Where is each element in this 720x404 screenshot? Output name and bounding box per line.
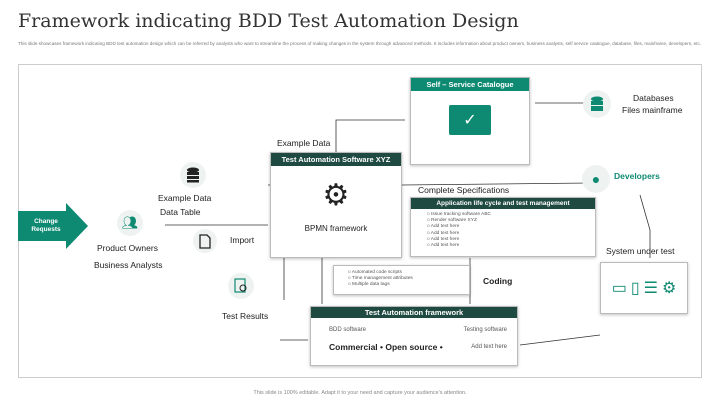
coding-label: Coding (483, 276, 513, 286)
spec-item: Render software XYZ (427, 218, 595, 224)
server-icon: ☰ (643, 280, 658, 297)
specs-box: Application life cycle and test manageme… (410, 197, 596, 257)
databases-label: Databases (633, 93, 674, 103)
business-analysts-label: Business Analysts (94, 260, 163, 270)
coding-item: Time management attributes (348, 276, 469, 282)
self-service-catalogue-box: Self – Service Catalogue ✓ (410, 77, 530, 165)
taf-row: Commercial • Open source • (329, 342, 443, 352)
bpmn-label: BPMN framework (304, 224, 368, 233)
database-icon (180, 162, 206, 188)
coding-item: Automated code scripts (348, 270, 469, 276)
data-table-label: Data Table (160, 207, 201, 217)
spec-item: Add text here (427, 224, 595, 230)
gear-network-icon: ⚙︎ (322, 179, 350, 212)
product-owners-label: Product Owners (97, 243, 158, 253)
gear-icon: ⚙︎ (661, 280, 677, 297)
page-title: Framework indicating BDD Test Automation… (18, 10, 519, 32)
spec-item: Issue tracking software ABC (427, 212, 595, 218)
developers-icon: ● (582, 165, 610, 193)
coding-item: Multiple data tags (348, 282, 469, 288)
users-icon: 👥︎ (117, 210, 143, 236)
import-label: Import (230, 235, 255, 245)
developers-label: Developers (614, 171, 660, 181)
test-automation-software-box: Test Automation Software XYZ ⚙︎ BPMN fra… (270, 152, 402, 258)
footer-note: This slide is 100% editable. Adapt it to… (253, 390, 467, 396)
example-data-top-label: Example Data (277, 138, 331, 148)
test-results-icon (228, 273, 254, 299)
spec-item: Add text here (427, 243, 595, 249)
change-requests-arrow: Change Requests (18, 203, 88, 249)
phone-icon: ▯ (630, 280, 640, 297)
testing-software-label: Testing software (463, 327, 507, 333)
spec-item: Add text here (427, 231, 595, 237)
taf-header: Test Automation framework (311, 307, 517, 318)
test-automation-framework-box: Test Automation framework BDD software T… (310, 306, 518, 366)
spec-item: Add text here (427, 237, 595, 243)
description: This slide showcases framework indicatin… (18, 41, 702, 46)
bdd-software-label: BDD software (329, 327, 367, 333)
monitor-icon: ▭ (611, 280, 627, 297)
catalogue-header: Self – Service Catalogue (411, 78, 529, 91)
change-requests-label: Change Requests (31, 218, 61, 233)
open-source-label: Open source (385, 342, 438, 352)
example-data-label: Example Data (158, 193, 212, 203)
files-mainframe-label: Files mainframe (622, 105, 683, 115)
specs-header: Application life cycle and test manageme… (411, 198, 595, 209)
test-results-label: Test Results (222, 311, 269, 321)
monitor-check-icon: ✓ (449, 105, 491, 135)
system-under-test-box: ▭▯☰⚙︎ (600, 262, 688, 314)
tas-header: Test Automation Software XYZ (271, 153, 401, 166)
system-under-test-label: System under test (606, 246, 675, 256)
commercial-label: Commercial (329, 342, 378, 352)
databases-icon (583, 90, 611, 118)
add-text-label: Add text here (471, 344, 507, 350)
import-document-icon (193, 229, 217, 253)
coding-items-box: Automated code scripts Time management a… (333, 265, 470, 295)
complete-specifications-label: Complete Specifications (418, 185, 510, 195)
